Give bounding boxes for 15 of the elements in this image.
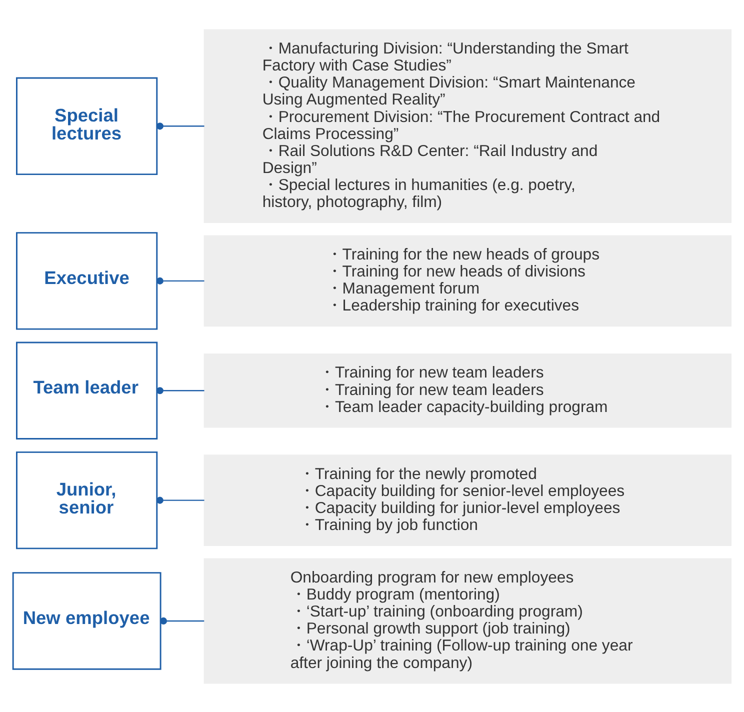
connector [160, 616, 204, 624]
node-box: Junior, senior [16, 450, 158, 549]
connector [156, 122, 204, 130]
node-box: ・Training for new team leaders ・Training for new team leaders ・Team leader capacity-building program [204, 352, 732, 428]
node-box: Executive [16, 232, 158, 330]
connector [156, 276, 204, 284]
node-box: ・Training for the newly promoted ・Capacity building for senior-level employees ・Capacity building for junior-level employees ・Training by job function [204, 454, 732, 546]
node-box: Special lectures [16, 76, 158, 175]
node-box: ・Training for the new heads of groups ・Training for new heads of divisions ・Management forum ・Leadership training for executives [204, 234, 732, 326]
node-box: Onboarding program for new employees ・Buddy program (mentoring) ・‘Start-up’ training (onboarding program) ・Personal growth support (job training) ・‘Wrap-Up’ training (Follow-up training one year after joining the company) [204, 558, 732, 684]
connector [156, 496, 204, 504]
node-box: New employee [12, 572, 162, 670]
node-box: ・Manufacturing Division: “Understanding the Smart Factory with Case Studies” ・Quality Management Division: “Smart Maintenance Using Augmented Reality” ・Procurement Division: “The Procurement Contract and Claims Processing” ・Rail Solutions R&D Center: “Rail Industry and Design” ・Special lectures in humanities (e.g. poetry, history, photography, film) [204, 28, 732, 223]
connector [156, 386, 204, 394]
node-box: Team leader [16, 341, 158, 439]
